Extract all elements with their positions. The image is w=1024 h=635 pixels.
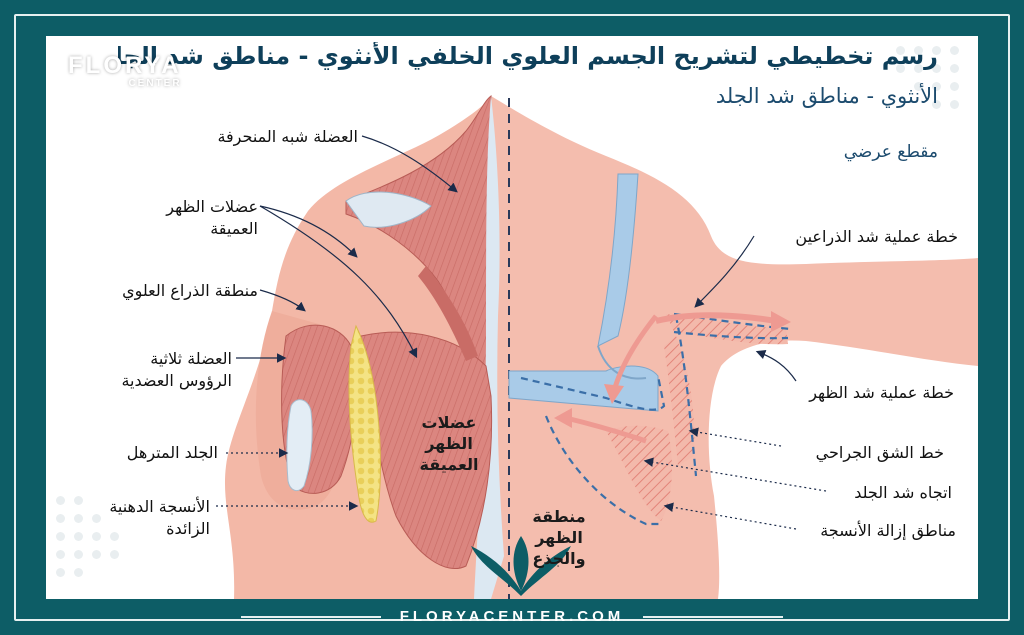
leader-deep-back-1 <box>259 205 358 258</box>
scapula <box>345 191 432 228</box>
incision-line-lower <box>544 415 662 526</box>
tissue-removal-side <box>664 336 695 466</box>
leader-skin-direction <box>643 457 827 492</box>
label-upper-arm: منطقة الذراع العلوي <box>122 281 258 300</box>
label-tissue-removal: مناطق إزالة الأنسجة <box>820 521 956 540</box>
inner-label-back-torso-1: منطقة <box>532 507 586 526</box>
leader-back-lift <box>755 350 797 382</box>
tissue-removal-arm <box>666 314 788 345</box>
label-loose-skin: الجلد المترهل <box>126 443 218 462</box>
section-label: مقطع عرضي <box>843 142 938 162</box>
diagram-title: رسم تخطيطي لتشريح الجسم العلوي الخلفي ال… <box>118 42 938 70</box>
inner-label-back-torso-3: والجذع <box>532 549 586 568</box>
inner-label-deep-back-3: العميقة <box>419 455 479 474</box>
diagram-panel: رسم تخطيطي لتشريح الجسم العلوي الخلفي ال… <box>46 36 978 599</box>
footer: FLORYACENTER.COM <box>0 604 1024 630</box>
leader-trapezius <box>361 135 458 193</box>
footer-line-right <box>643 615 784 618</box>
inner-label-deep-back-1: عضلات <box>421 413 477 432</box>
label-incision-line: خط الشق الجراحي <box>815 443 944 462</box>
leader-incision <box>688 427 782 447</box>
skin-direction-arrow-1 <box>655 312 777 324</box>
skin-direction-arrow-2 <box>611 314 658 392</box>
incision-line-back <box>520 375 666 411</box>
label-fat-line2: الزائدة <box>166 519 210 538</box>
center-logo-mark <box>471 536 571 596</box>
label-deep-back-line1: عضلات الظهر <box>166 197 258 216</box>
leader-deep-back-2 <box>259 205 418 359</box>
rhomboid-muscle <box>418 266 478 361</box>
label-fat-line1: الأنسجة الدهنية <box>109 497 210 516</box>
outer-frame <box>14 14 1010 621</box>
label-skin-direction: اتجاه شد الجلد <box>854 483 952 502</box>
leader-tissue-removal <box>663 502 797 530</box>
inner-label-deep-back: عضلات الظهر العميقة <box>416 412 482 475</box>
label-trapezius: العضلة شبه المنحرفة <box>217 127 358 146</box>
footer-line-left <box>240 615 381 618</box>
inner-label-back-torso-2: الظهر <box>535 528 583 547</box>
tissue-removal-back <box>606 425 672 521</box>
incision-line-side <box>674 315 698 477</box>
footer-website[interactable]: FLORYACENTER.COM <box>399 608 625 625</box>
brand-logo-sub: CENTER <box>128 78 182 89</box>
inner-label-back-torso: منطقة الظهر والجذع <box>524 506 594 569</box>
skin-direction-arrow-3 <box>565 415 647 444</box>
anatomy-illustration <box>216 95 978 599</box>
brand-logo-name: FLORYA <box>68 52 182 79</box>
brand-logo: FLORYA CENTER <box>68 52 182 89</box>
label-back-lift-plan: خطة عملية شد الظهر <box>809 383 954 402</box>
leader-upper-arm <box>259 289 306 312</box>
excess-fat-tissue <box>348 324 381 523</box>
label-arm-lift-plan: خطة عملية شد الذراعين <box>795 227 958 246</box>
label-triceps-line1: العضلة ثلاثية <box>150 349 232 368</box>
decor-dots-top-right <box>896 46 966 126</box>
diagram-subtitle: الأنثوي - مناطق شد الجلد <box>715 84 938 108</box>
decor-dots-bottom-left <box>56 496 136 586</box>
leader-arm-lift <box>694 235 755 308</box>
inner-label-deep-back-2: الظهر <box>425 434 473 453</box>
label-deep-back-line2: العميقة <box>210 219 258 238</box>
label-triceps-line2: الرؤوس العضدية <box>121 371 232 390</box>
